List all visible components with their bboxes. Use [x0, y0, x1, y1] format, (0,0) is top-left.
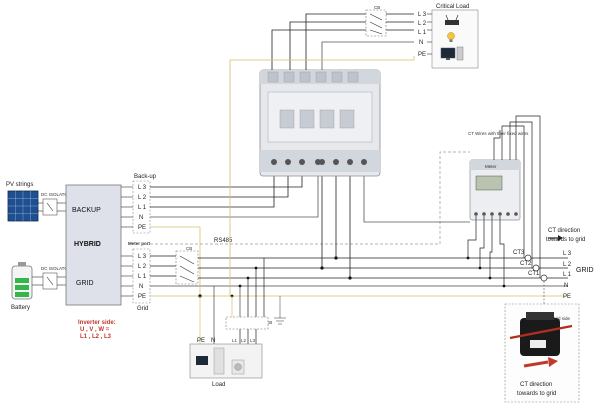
battery-isolator-label: DC ISOLATOR: [41, 266, 72, 271]
meterport-grid-label: Grid: [137, 306, 148, 312]
router-icon: [445, 14, 459, 25]
backup-row-l2: L 2: [138, 195, 147, 201]
pv-isolator-label: DC ISOLATOR: [41, 192, 72, 197]
grid-row-l3: L 3: [563, 251, 572, 257]
inverter-body: [65, 184, 122, 306]
critical-row-n: N: [419, 40, 423, 46]
critical-load-title: Critical Load: [436, 4, 469, 10]
pv-label: PV strings: [6, 182, 33, 188]
top-circuit-breaker: CB: [365, 5, 414, 37]
inverter-terminal-wires: [121, 186, 133, 297]
backup-terminal-title: Back-up: [134, 174, 157, 180]
fridge-icon: [213, 347, 225, 375]
critical-row-l1: L 1: [418, 30, 427, 36]
backup-row-l1: L 1: [138, 205, 147, 211]
ct-clamp-text: Grid side: [552, 316, 571, 321]
meter-port-terminal: Meter port L 3 L 2 L 1 N PE Grid: [128, 241, 151, 312]
inverter-grid-label: GRID: [76, 280, 94, 287]
solar-panel-grid: [8, 191, 38, 221]
load-cb-box: [225, 316, 269, 330]
junction-dots: [198, 256, 352, 298]
battery-label: Battery: [11, 305, 30, 311]
critical-row-pe: PE: [418, 52, 426, 58]
switch-top-wires: [229, 13, 415, 296]
ct-direction-top-line1: CT direction: [548, 228, 580, 234]
changeover-switch: [259, 69, 381, 177]
ct3-icon: [524, 254, 532, 262]
switch-to-meter-wires: [321, 172, 470, 278]
meter-display: [475, 175, 503, 191]
load-terminal-l2: L2: [241, 338, 247, 343]
hybrid-inverter: BACKUP HYBRID GRID Inverter side: U , V …: [65, 184, 122, 340]
ground-icon: [274, 296, 286, 325]
battery-group: Battery DC ISOLATOR: [11, 262, 72, 311]
grid-row-l1: L 1: [563, 272, 572, 278]
rs485-label: RS485: [214, 238, 233, 244]
inverter-side-line1: Inverter side:: [78, 320, 116, 326]
load-terminal-l1: L1: [232, 338, 238, 343]
load-terminal-pe: PE: [197, 338, 205, 344]
ct-clamp-detail: Grid side CT direction towards to grid: [504, 281, 580, 403]
critical-row-l2: L 2: [418, 21, 427, 27]
grid-row-pe: PE: [563, 294, 571, 300]
critical-load-box: [431, 9, 479, 69]
grid-row-n: N: [564, 283, 568, 289]
tv-icon: [196, 356, 208, 365]
ct-direction-top: CT direction towards to grid: [546, 228, 585, 243]
mid-circuit-breaker: CB: [175, 246, 199, 285]
meter-port-title: Meter port: [128, 241, 151, 246]
ct2-icon: [532, 264, 540, 272]
current-transformers: CT3 CT2 CT1: [513, 250, 548, 282]
arrow-right-icon: [558, 235, 563, 241]
meter-ct-wires: [467, 115, 541, 286]
meterport-row-l2: L 2: [138, 264, 147, 270]
load-terminal-l3: L3: [250, 338, 256, 343]
mid-cb-label: CB: [186, 246, 192, 251]
grid-bus-wires: [150, 227, 568, 297]
light-bulb-icon: [447, 32, 455, 42]
computer-icon: [440, 46, 464, 61]
meter-ct-note: CT Wires with their fixed wires: [468, 131, 529, 136]
pv-strings: PV strings DC ISOLATOR: [6, 182, 72, 222]
rs485-wire: [150, 151, 470, 245]
inverter-side-line3: L1 , L2 , L3: [80, 334, 112, 340]
grid-row-l2: L 2: [563, 262, 572, 268]
critical-row-l3: L 3: [418, 12, 427, 18]
ct1-label: CT1: [528, 271, 540, 277]
load-branch: CB PE N L1 L2 L3 Load: [189, 258, 272, 388]
ct3-label: CT3: [513, 250, 525, 256]
backup-row-pe: PE: [138, 225, 146, 231]
grid-label: GRID: [576, 267, 594, 274]
inverter-hybrid-label: HYBRID: [74, 241, 101, 248]
backup-terminal: Back-up L 3 L 2 L 1 N PE: [132, 174, 157, 234]
load-terminal-n: N: [211, 338, 215, 344]
load-title: Load: [212, 382, 225, 388]
critical-load: Critical Load L 3 L 2 L 1 N PE: [418, 4, 479, 69]
meterport-row-pe: PE: [138, 294, 146, 300]
meterport-row-l3: L 3: [138, 254, 147, 260]
ct-direction-top-line2: towards to grid: [546, 237, 585, 243]
top-cb-label: CB: [374, 5, 380, 10]
grid-side: L 3 L 2 L 1 N PE GRID: [563, 251, 594, 300]
meterport-row-n: N: [139, 284, 143, 290]
ct2-label: CT2: [520, 261, 532, 267]
ct-direction-bottom-line1: CT direction: [520, 382, 552, 388]
ct-direction-bottom-line2: towards to grid: [517, 391, 556, 397]
inverter-side-line2: U , V , W =: [80, 327, 110, 333]
ct1-icon: [540, 274, 548, 282]
backup-wires: [150, 172, 319, 228]
energy-meter: CT Wires with their fixed wires Meter: [468, 131, 529, 221]
inverter-backup-label: BACKUP: [72, 207, 101, 214]
ct-clamp-icon: [520, 318, 560, 356]
meterport-row-l1: L 1: [138, 274, 147, 280]
load-cb-label: CB: [266, 320, 272, 325]
backup-row-n: N: [139, 215, 143, 221]
backup-row-l3: L 3: [138, 185, 147, 191]
meter-label: Meter: [485, 164, 497, 169]
arrow-red-icon: [548, 357, 558, 367]
